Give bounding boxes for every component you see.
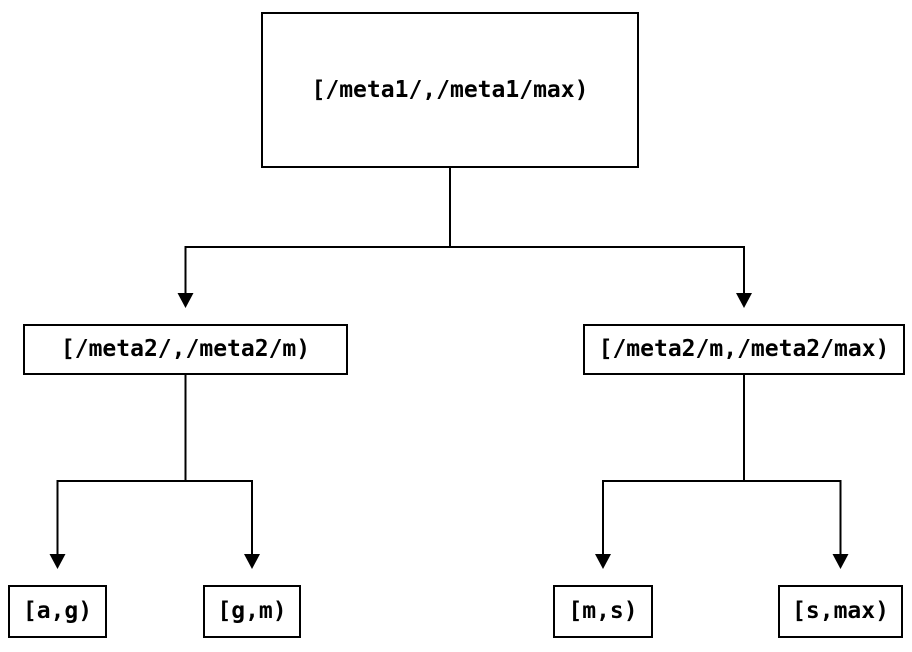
node-label: [/meta2/m,/meta2/max)	[598, 336, 890, 362]
tree-node-leaf-s-max: [s,max)	[778, 585, 903, 638]
tree-node-leaf-a-g: [a,g)	[8, 585, 107, 638]
node-label: [g,m)	[217, 598, 287, 624]
tree-node-root: [/meta1/,/meta1/max)	[261, 12, 639, 168]
node-label: [/meta1/,/meta1/max)	[311, 76, 589, 103]
tree-node-meta2-low: [/meta2/,/meta2/m)	[23, 324, 348, 375]
tree-node-meta2-high: [/meta2/m,/meta2/max)	[583, 324, 905, 375]
node-label: [a,g)	[22, 598, 93, 624]
tree-node-leaf-m-s: [m,s)	[553, 585, 653, 638]
node-label: [m,s)	[568, 598, 638, 624]
node-label: [/meta2/,/meta2/m)	[60, 336, 311, 362]
tree-node-leaf-g-m: [g,m)	[203, 585, 301, 638]
node-label: [s,max)	[792, 598, 889, 624]
